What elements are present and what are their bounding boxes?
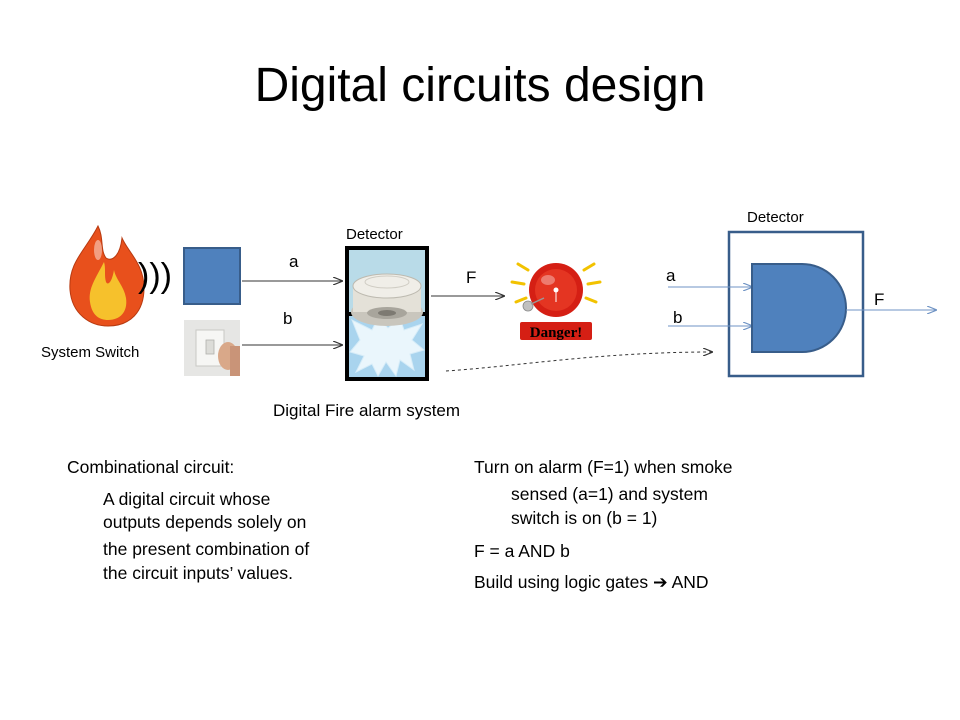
definition-line-2: outputs depends solely on <box>103 512 307 532</box>
boolean-equation: F = a AND b <box>474 541 570 561</box>
combinational-heading: Combinational circuit: <box>67 457 235 477</box>
slide-title: Digital circuits design <box>254 59 706 112</box>
detector-label-left: Detector <box>346 226 403 243</box>
gate-output-f-label: F <box>874 290 885 309</box>
alarm-bell-icon <box>510 262 602 340</box>
input-a-label: a <box>289 252 299 271</box>
gate-input-a-label: a <box>666 266 676 285</box>
build-suffix: AND <box>667 572 709 592</box>
system-switch-label: System Switch <box>41 344 140 361</box>
detector-label-right: Detector <box>747 209 804 226</box>
build-instruction: Build using logic gates ➔ AND <box>474 571 709 594</box>
dashed-transform-arrow <box>445 352 712 372</box>
definition-line-4: the circuit inputs’ values. <box>103 563 293 583</box>
input-b-label: b <box>283 309 293 328</box>
definition-line-1: A digital circuit whose <box>103 489 271 509</box>
and-gate-icon <box>751 263 847 353</box>
build-prefix: Build using logic gates <box>474 572 653 592</box>
diagram-caption: Digital Fire alarm system <box>273 401 461 420</box>
requirement-line-2: sensed (a=1) and system <box>511 484 708 504</box>
requirement-line-1: Turn on alarm (F=1) when smoke <box>474 457 733 477</box>
requirement-line-3: switch is on (b = 1) <box>511 508 658 528</box>
sound-waves-icon: ))) <box>138 257 172 295</box>
right-arrow-icon: ➔ <box>653 572 668 592</box>
fire-icon <box>69 224 145 327</box>
sensor-box <box>183 247 241 305</box>
definition-line-3: the present combination of <box>103 539 310 559</box>
gate-input-b-label: b <box>673 308 683 327</box>
smoke-detector-box <box>345 246 429 381</box>
danger-sign: Danger! <box>530 325 583 341</box>
system-switch-icon <box>184 320 240 376</box>
output-f-label: F <box>466 268 477 287</box>
